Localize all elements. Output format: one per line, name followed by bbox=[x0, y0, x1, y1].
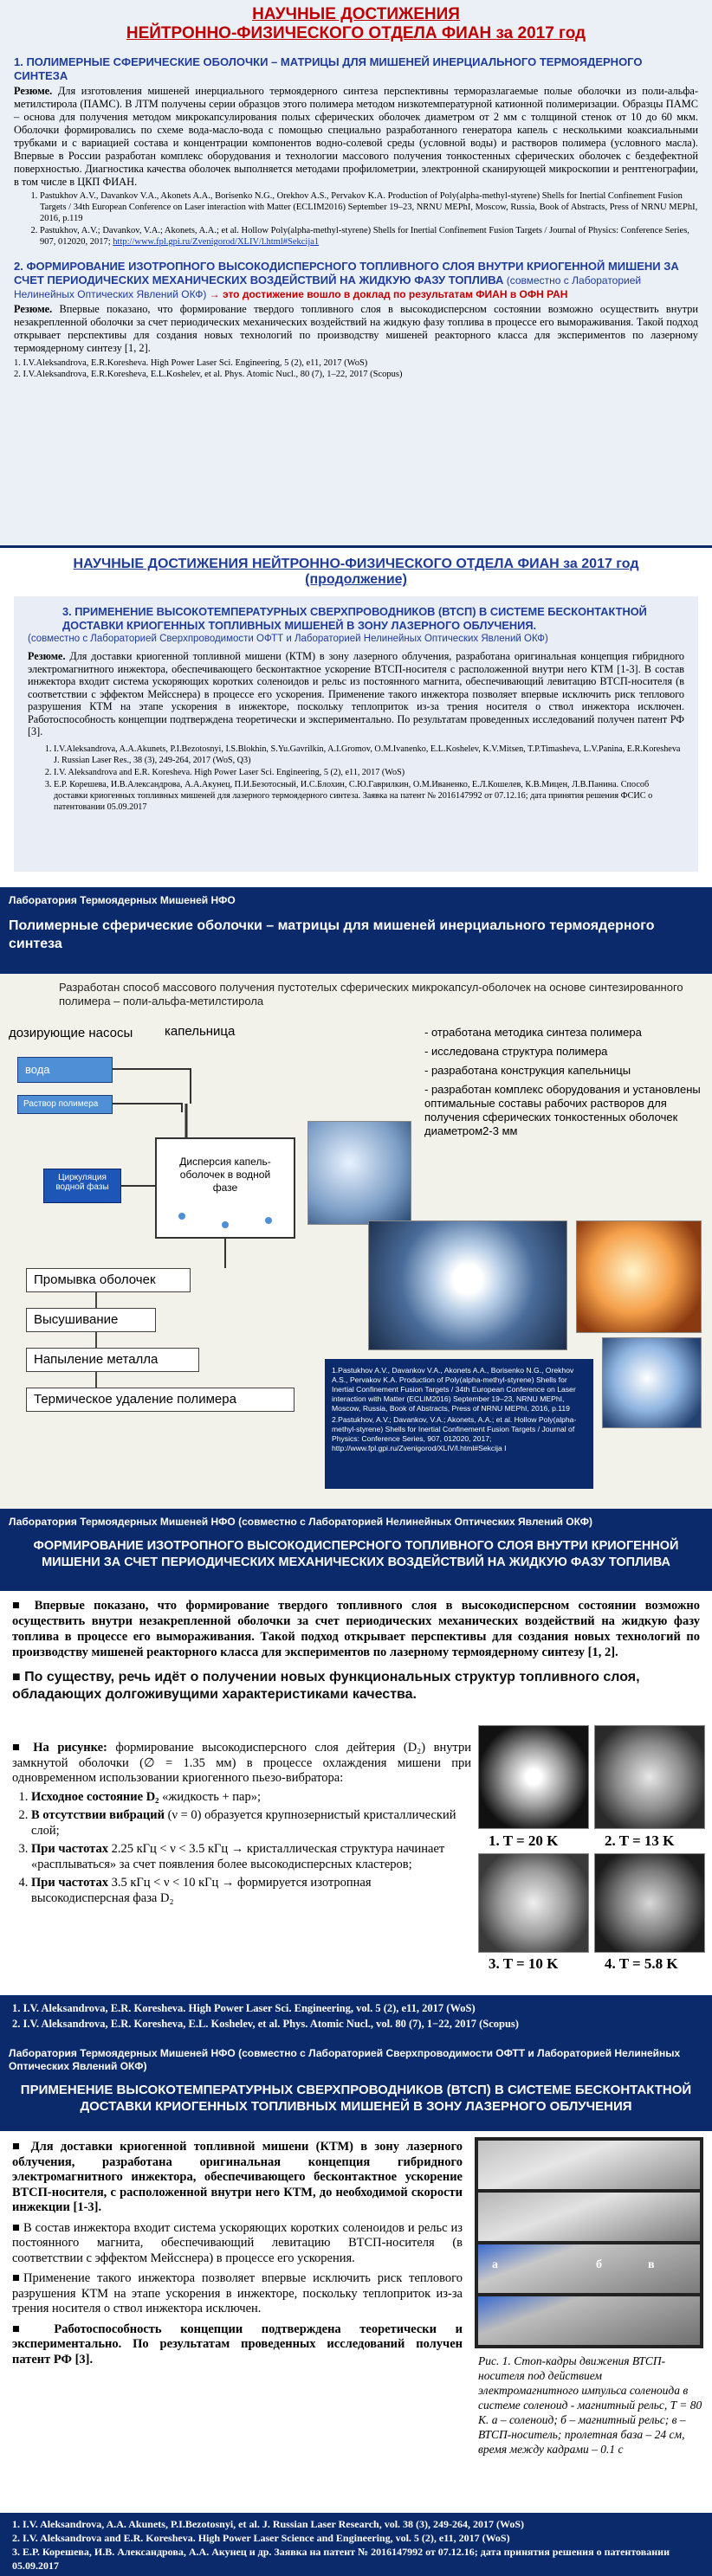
stages-list: Исходное состояние D₂ «жидкость + пар»; … bbox=[12, 1790, 471, 1907]
refs-box: 1. I.V. Aleksandrova, E.R. Koresheva. Hi… bbox=[0, 1995, 712, 2040]
ref-item: 2.Pastukhov, A.V.; Davankov, V.A.; Akone… bbox=[332, 1415, 577, 1452]
dropper-label: капельница bbox=[165, 1024, 236, 1039]
shells-photo-large bbox=[368, 1220, 567, 1350]
section-fuel-layer: Лаборатория Термоядерных Мишеней НФО (со… bbox=[0, 1509, 712, 2040]
figure-caption: Рис. 1. Стоп-кадры движения ВТСП-носител… bbox=[478, 2354, 702, 2456]
process-step: Высушивание bbox=[26, 1308, 156, 1332]
circulation-box: Циркуляция водной фазы bbox=[43, 1169, 121, 1203]
summary-2: Резюме. Впервые показано, что формирован… bbox=[14, 303, 698, 354]
water-box: вода bbox=[17, 1057, 113, 1083]
diagram-lines bbox=[113, 1068, 295, 1268]
list-item: Исходное состояние D₂ «жидкость + пар»; bbox=[31, 1790, 471, 1806]
process-diagram: дозирующие насосы капельница вода Раство… bbox=[9, 1008, 355, 1294]
section-achievements-2: НАУЧНЫЕ ДОСТИЖЕНИЯ НЕЙТРОННО-ФИЗИЧЕСКОГО… bbox=[0, 548, 712, 887]
page-title: НАУЧНЫЕ ДОСТИЖЕНИЯ НЕЙТРОННО-ФИЗИЧЕСКОГО… bbox=[126, 5, 586, 42]
ref-item: 2. I.V. Aleksandrova, E.R. Koresheva, E.… bbox=[12, 2018, 519, 2030]
ref-item: 3. Е.Р. Корешева, И.В. Александрова, А.А… bbox=[12, 2546, 670, 2572]
key-statement: ■ По существу, речь идёт о получении нов… bbox=[12, 1670, 640, 1702]
shell-photo-blue bbox=[602, 1337, 702, 1428]
ref-item: 1. I.V. Aleksandrova, E.R. Koresheva. Hi… bbox=[12, 2002, 476, 2014]
shell-photo-orange bbox=[576, 1220, 702, 1333]
page-title-2: НАУЧНЫЕ ДОСТИЖЕНИЯ НЕЙТРОННО-ФИЗИЧЕСКОГО… bbox=[73, 557, 639, 587]
process-step: Промывка оболочек bbox=[26, 1268, 191, 1292]
dropper-photo bbox=[307, 1121, 411, 1225]
section-polymer-shells: Лаборатория Термоядерных Мишеней НФО Пол… bbox=[0, 887, 712, 1509]
photo-grid: 1. T = 20 K 2. T = 13 K 3. T = 10 K 4. T… bbox=[478, 1725, 705, 1976]
section-header: Лаборатория Термоядерных Мишеней НФО (со… bbox=[0, 2040, 712, 2131]
process-step: Напыление металла bbox=[26, 1348, 199, 1372]
state-photo-4 bbox=[594, 1853, 705, 1953]
stopframe-strip: а б в bbox=[475, 2137, 703, 2348]
bullet-list: ■ Для доставки криогенной топливной мише… bbox=[12, 2140, 463, 2367]
state-photo-2 bbox=[594, 1725, 705, 1829]
label-b: б bbox=[596, 2258, 602, 2271]
section-header: Лаборатория Термоядерных Мишеней НФО Пол… bbox=[0, 887, 712, 974]
figure-description: ■ На рисунке: формирование высокодисперс… bbox=[12, 1741, 471, 1906]
refs-box: 1. I.V. Aleksandrova, A.A. Akunets, P.I.… bbox=[0, 2513, 712, 2576]
ref-item: Pastukhov A.V., Davankov V.A., Akonets A… bbox=[40, 190, 698, 224]
pumps-label: дозирующие насосы bbox=[9, 1026, 133, 1040]
heading-2: 2. ФОРМИРОВАНИЕ ИЗОТРОПНОГО ВЫСОКОДИСПЕР… bbox=[14, 260, 679, 300]
refs-1: Pastukhov A.V., Davankov V.A., Akonets A… bbox=[14, 190, 698, 248]
state-caption: 1. T = 20 K bbox=[489, 1832, 559, 1849]
refs-box: 1.Pastukhov A.V., Davankov V.A., Akonets… bbox=[325, 1359, 593, 1489]
state-photo-1 bbox=[478, 1725, 589, 1829]
summary-3: Резюме. Для доставки криогенной топливно… bbox=[28, 650, 684, 737]
list-item: - исследована структура полимера bbox=[424, 1045, 608, 1058]
state-caption: 4. T = 5.8 K bbox=[605, 1955, 678, 1972]
results-list: - отработана методика синтеза полимера -… bbox=[424, 1026, 702, 1138]
ref-link[interactable]: http://www.fpl.gpi.ru/Zvenigorod/XLIV/l.… bbox=[113, 237, 320, 247]
ref-item: 2. I.V.Aleksandrova, E.R.Koresheva, E.L.… bbox=[14, 370, 403, 379]
intro-text: Разработан способ массового получения пу… bbox=[59, 981, 683, 1008]
heading-1: 1. ПОЛИМЕРНЫЕ СФЕРИЧЕСКИЕ ОБОЛОЧКИ – МАТ… bbox=[14, 55, 643, 82]
process-steps: Промывка оболочек Высушивание Напыление … bbox=[26, 1268, 303, 1412]
refs-3: I.V.Aleksandrova, A.A.Akunets, P.I.Bezot… bbox=[28, 744, 684, 813]
ref-item: I.V. Aleksandrova and E.R. Koresheva. Hi… bbox=[54, 767, 684, 778]
section-achievements-1: НАУЧНЫЕ ДОСТИЖЕНИЯ НЕЙТРОННО-ФИЗИЧЕСКОГО… bbox=[0, 0, 712, 548]
state-caption: 3. T = 10 K bbox=[489, 1955, 559, 1972]
list-item: При частотах 3.5 кГц < ν < 10 кГц → форм… bbox=[31, 1876, 471, 1906]
list-item: ■ Работоспособность концепции подтвержде… bbox=[12, 2322, 463, 2367]
summary-1: Резюме. Для изготовления мишеней инерциа… bbox=[14, 85, 698, 188]
dispersion-label: Дисперсия капель-оболочек в водной фазе bbox=[179, 1156, 271, 1194]
state-photo-3 bbox=[478, 1853, 589, 1953]
list-item: ■ Для доставки криогенной топливной мише… bbox=[12, 2140, 463, 2214]
ref-item: 1.Pastukhov A.V., Davankov V.A., Akonets… bbox=[332, 1366, 576, 1413]
label-c: в bbox=[648, 2258, 655, 2271]
intro-paragraph: ■ Впервые показано, что формирование тве… bbox=[12, 1599, 700, 1659]
polymer-box: Раствор полимера bbox=[17, 1095, 113, 1114]
heading-3-note: (совместно с Лабораторией Сверхпроводимо… bbox=[28, 634, 548, 644]
list-item: - отработана методика синтеза полимера bbox=[424, 1026, 642, 1039]
ref-item: 1. I.V. Aleksandrova, A.A. Akunets, P.I.… bbox=[12, 2518, 525, 2530]
state-caption: 2. T = 13 K bbox=[605, 1832, 675, 1849]
ref-item: I.V.Aleksandrova, A.A.Akunets, P.I.Bezot… bbox=[54, 744, 684, 766]
list-item: В отсутствии вибраций (ν = 0) образуется… bbox=[31, 1808, 471, 1839]
heading-3: 3. ПРИМЕНЕНИЕ ВЫСОКОТЕМПЕРАТУРНЫХ СВЕРХП… bbox=[62, 605, 647, 632]
list-item: - разработан комплекс оборудования и уст… bbox=[424, 1083, 701, 1137]
ref-item: 1. I.V.Aleksandrova, E.R.Koresheva. High… bbox=[14, 358, 368, 368]
ref-item: Е.Р. Корешева, И.В.Александрова, А.А.Аку… bbox=[54, 779, 684, 813]
list-item: ■Применение такого инжектора позволяет в… bbox=[12, 2271, 463, 2315]
list-item: - разработана конструкция капельницы bbox=[424, 1064, 631, 1077]
process-step: Термическое удаление полимера bbox=[26, 1388, 295, 1412]
section-header: Лаборатория Термоядерных Мишеней НФО (со… bbox=[0, 1509, 712, 1591]
list-item: При частотах 2.25 кГц < ν < 3.5 кГц → кр… bbox=[31, 1842, 471, 1872]
ref-item: 2. I.V. Aleksandrova and E.R. Koresheva.… bbox=[12, 2532, 510, 2544]
ref-item: Pastukhov, A.V.; Davankov, V.A.; Akonets… bbox=[40, 225, 698, 248]
label-a: а bbox=[492, 2258, 498, 2271]
list-item: ■ В состав инжектора входит система уско… bbox=[12, 2220, 463, 2265]
section-htsc-delivery: Лаборатория Термоядерных Мишеней НФО (со… bbox=[0, 2040, 712, 2576]
